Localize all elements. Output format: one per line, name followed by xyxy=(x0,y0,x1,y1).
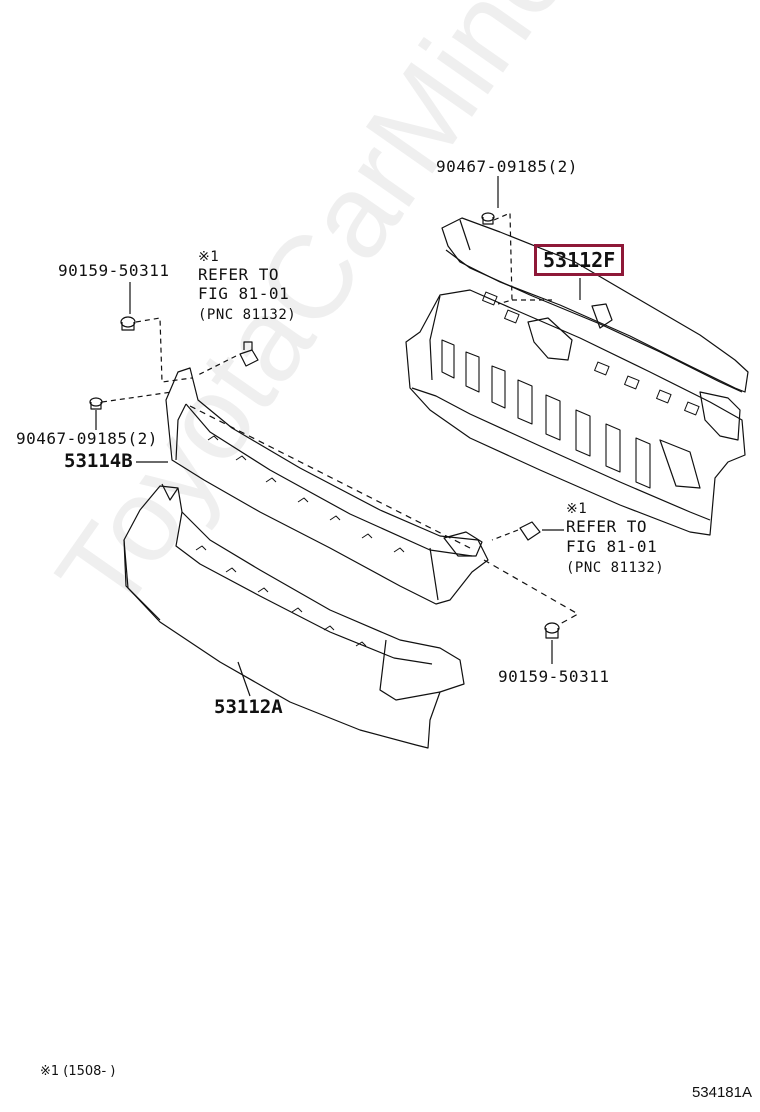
clip-icon xyxy=(519,521,541,541)
label-part-53112f[interactable]: 53112F xyxy=(534,244,625,276)
footnote: ※1 (1508- ) xyxy=(40,1064,116,1079)
ref-right-line1: REFER TO xyxy=(566,517,648,536)
screw-icon xyxy=(544,622,560,639)
figure-id: 534181A xyxy=(691,1084,752,1101)
label-screw-90159-left: 90159-50311 xyxy=(58,261,170,280)
clip-icon xyxy=(239,341,259,367)
reinforcement-53114b xyxy=(165,367,489,605)
bumper-cover-53112a xyxy=(123,483,465,749)
ref-right-mark: ※1 xyxy=(566,501,588,517)
ref-left-mark: ※1 xyxy=(198,249,220,265)
screw-icon xyxy=(120,316,136,331)
label-bolt-90467-top: 90467-09185(2) xyxy=(436,157,578,176)
ref-left-line2: FIG 81-01 xyxy=(198,284,290,303)
ref-left-line1: REFER TO xyxy=(198,265,280,284)
label-part-53114b[interactable]: 53114B xyxy=(64,450,133,472)
ref-left-line3: (PNC 81132) xyxy=(198,307,297,323)
bolt-icon xyxy=(481,212,495,225)
ref-right-line3: (PNC 81132) xyxy=(566,560,665,576)
ref-right-line2: FIG 81-01 xyxy=(566,537,658,556)
label-part-53112a[interactable]: 53112A xyxy=(214,696,283,718)
bolt-icon xyxy=(89,397,103,410)
label-screw-90159-right: 90159-50311 xyxy=(498,667,610,686)
label-bolt-90467-left: 90467-09185(2) xyxy=(16,429,158,448)
grille-panel-53112f xyxy=(405,217,749,536)
